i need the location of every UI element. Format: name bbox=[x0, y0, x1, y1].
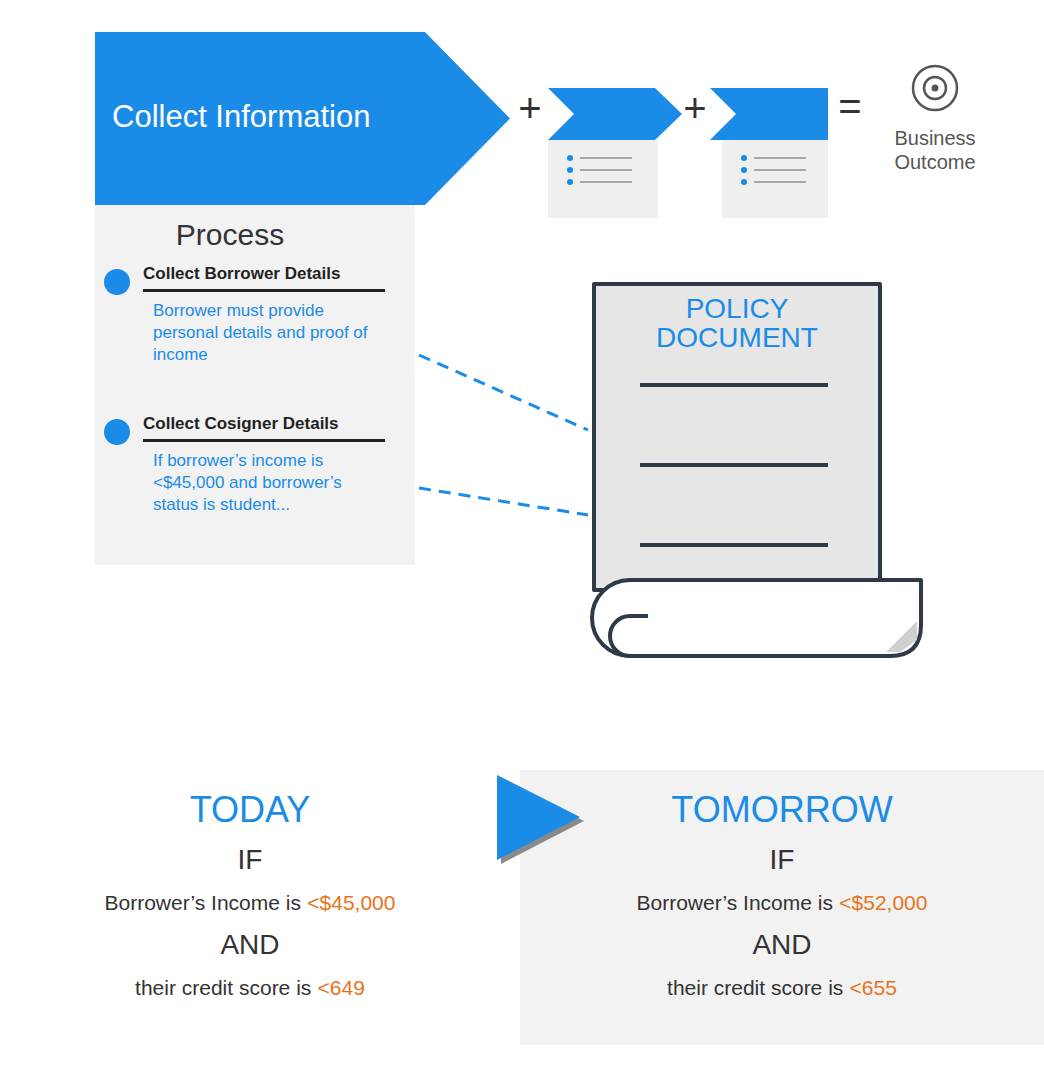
condition-line: their credit score is <655 bbox=[520, 975, 1044, 1000]
stage-chevron bbox=[548, 88, 682, 140]
condition-text: Borrower’s Income is bbox=[105, 891, 301, 914]
outcome-label: Business Outcome bbox=[885, 126, 985, 174]
step-body: Borrower must provide personal details a… bbox=[153, 300, 385, 366]
target-icon bbox=[913, 66, 957, 110]
threshold-value: <649 bbox=[318, 976, 365, 999]
condition-line: IF bbox=[520, 843, 1044, 877]
list-icon-lines bbox=[754, 158, 806, 182]
condition-line: IF bbox=[0, 843, 500, 877]
threshold-value: <$52,000 bbox=[839, 891, 927, 914]
threshold-value: <655 bbox=[850, 976, 897, 999]
stage-chevron: Collect Information bbox=[95, 32, 510, 205]
condition-text: AND bbox=[752, 929, 811, 960]
condition-line: TOMORROW bbox=[520, 788, 1044, 831]
list-icon-lines bbox=[580, 158, 632, 182]
plus-sign: + bbox=[680, 88, 710, 128]
column-title: TOMORROW bbox=[671, 789, 892, 830]
stage-card bbox=[548, 140, 658, 218]
list-icon bbox=[567, 155, 573, 185]
threshold-value: <$45,000 bbox=[307, 891, 395, 914]
panel-heading: Process bbox=[95, 215, 365, 254]
condition-text: Borrower’s Income is bbox=[637, 891, 833, 914]
condition-line: Borrower’s Income is <$52,000 bbox=[520, 890, 1044, 915]
step-body: If borrower’s income is <$45,000 and bor… bbox=[153, 450, 385, 516]
condition-line: AND bbox=[520, 928, 1044, 962]
stage-chevron bbox=[710, 88, 828, 140]
step-heading: Collect Cosigner Details bbox=[143, 413, 385, 442]
policy-document: POLICY DOCUMENT bbox=[590, 280, 925, 660]
condition-text: their credit score is bbox=[135, 976, 311, 999]
condition-text: their credit score is bbox=[667, 976, 843, 999]
list-icon bbox=[741, 155, 747, 185]
condition-text: IF bbox=[770, 844, 795, 875]
condition-line: AND bbox=[0, 928, 500, 962]
process-panel: ProcessCollect Borrower DetailsBorrower … bbox=[95, 205, 415, 565]
document-title: POLICY DOCUMENT bbox=[610, 294, 864, 353]
equals-sign: = bbox=[835, 86, 865, 126]
condition-text: IF bbox=[238, 844, 263, 875]
stage-card bbox=[722, 140, 828, 218]
dashed-link bbox=[419, 355, 588, 430]
condition-line: TODAY bbox=[0, 788, 500, 831]
stage-title: Collect Information bbox=[112, 98, 370, 135]
plus-sign: + bbox=[515, 88, 545, 128]
condition-line: their credit score is <649 bbox=[0, 975, 500, 1000]
today-column: TODAY IF Borrower’s Income is <$45,000AND th… bbox=[0, 770, 500, 1045]
condition-line: Borrower’s Income is <$45,000 bbox=[0, 890, 500, 915]
condition-text: AND bbox=[220, 929, 279, 960]
tomorrow-panel: TOMORROW IF Borrower’s Income is <$52,000AN… bbox=[520, 770, 1044, 1045]
column-title: TODAY bbox=[190, 789, 311, 830]
step-heading: Collect Borrower Details bbox=[143, 263, 385, 292]
dashed-link bbox=[419, 488, 588, 515]
